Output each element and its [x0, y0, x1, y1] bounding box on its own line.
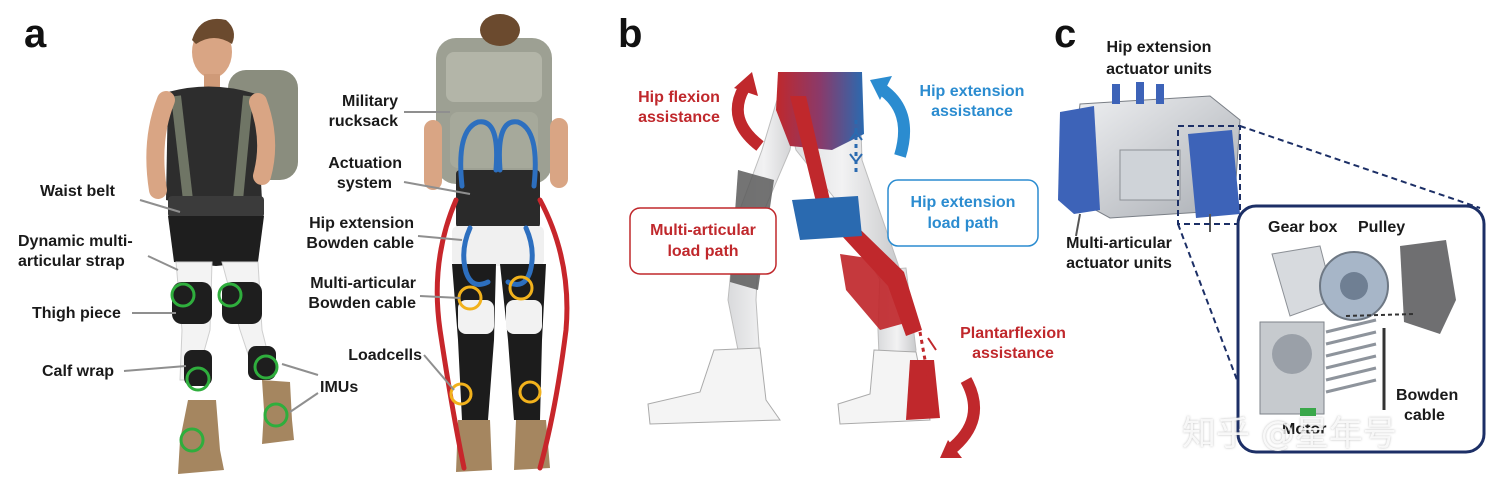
label-hip-units-line1: Hip extension [1106, 39, 1212, 56]
label-thigh-piece: Thigh piece [32, 305, 121, 322]
label-hip-ext-load-line2: load path [927, 215, 999, 232]
label-military-line2: rucksack [328, 113, 398, 130]
panel-letter-c: c [1054, 12, 1077, 56]
label-dynamic-strap-line1: Dynamic multi- [18, 233, 133, 250]
label-calf-wrap: Calf wrap [42, 363, 115, 380]
leg-diagram-illustration [629, 72, 1039, 458]
label-hip-ext-load-line1: Hip extension [910, 194, 1016, 211]
label-multi-cable-line1: Multi-articular [310, 275, 416, 292]
label-hip-ext-cable-line2: Bowden cable [306, 235, 414, 252]
label-bowden-line1: Bowden [1396, 387, 1459, 404]
label-hip-ext-cable-line1: Hip extension [309, 215, 414, 232]
label-hip-flexion-line2: assistance [638, 109, 720, 126]
label-loadcells: Loadcells [348, 347, 422, 364]
panel-letter-b: b [618, 12, 643, 56]
label-imus: IMUs [320, 379, 359, 396]
label-multi-load-line1: Multi-articular [650, 222, 756, 239]
label-multi-load-line2: load path [667, 243, 739, 260]
soldier-back-illustration [403, 14, 570, 472]
actuator-illustration [1058, 82, 1486, 454]
label-hip-flexion-line1: Hip flexion [638, 89, 720, 106]
label-pulley: Pulley [1358, 219, 1406, 236]
label-actuation-line1: Actuation [328, 155, 402, 172]
label-hip-ext-assist-line1: Hip extension [919, 83, 1025, 100]
label-dynamic-strap-line2: articular strap [18, 253, 125, 270]
panel-letter-a: a [24, 12, 47, 56]
soldier-front-illustration [123, 18, 319, 474]
label-motor: Motor [1282, 421, 1327, 438]
label-waist-belt: Waist belt [40, 183, 115, 200]
label-plantar-line1: Plantarflexion [960, 325, 1066, 342]
label-military-line1: Military [341, 93, 398, 110]
label-plantar-line2: assistance [972, 345, 1054, 362]
label-multi-cable-line2: Bowden cable [308, 295, 416, 312]
label-hip-units-line2: actuator units [1106, 61, 1212, 78]
label-multi-units-line2: actuator units [1066, 255, 1172, 272]
watermark: 知乎 @星年号 [1182, 414, 1397, 454]
label-actuation-line2: system [336, 175, 392, 192]
label-gear-box: Gear box [1268, 219, 1338, 236]
label-multi-units-line1: Multi-articular [1066, 235, 1172, 252]
label-hip-ext-assist-line2: assistance [931, 103, 1013, 120]
label-bowden-line2: cable [1404, 407, 1445, 424]
